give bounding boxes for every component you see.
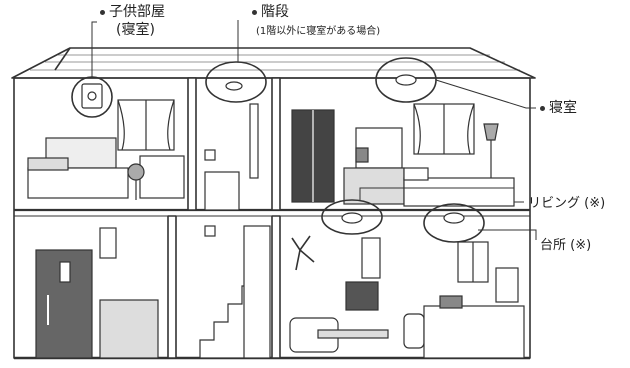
kids-room-label: 子供部屋 [100, 4, 165, 20]
stairs-lower [199, 225, 271, 359]
entrance [35, 227, 159, 359]
bedroom-label: 寝室 [540, 100, 577, 116]
kids-room-detector [81, 83, 103, 109]
bullet-icon [252, 9, 257, 15]
living-kitchen [289, 212, 525, 359]
kids-room [27, 83, 185, 200]
living-label: リビング (※) [528, 196, 606, 211]
stairs-highlight [205, 61, 267, 103]
kitchen-label: 台所 (※) [540, 238, 592, 253]
leader-lines [91, 20, 537, 240]
stairs-note: (1階以外に寝室がある場合) [256, 26, 381, 37]
roof [11, 47, 536, 79]
kitchen-detector [443, 212, 465, 224]
bedroom [291, 74, 515, 207]
upper-hall [204, 81, 259, 211]
bullet-icon [100, 9, 105, 15]
living-highlight [321, 199, 383, 235]
bedroom-detector [395, 74, 417, 86]
stairs-label: 階段 [252, 4, 289, 20]
kitchen-highlight [423, 203, 485, 243]
bullet-icon [540, 105, 545, 111]
kids-room-sub-label: (寝室) [116, 22, 155, 38]
stairs-detector [225, 81, 243, 91]
living-detector [341, 212, 363, 224]
